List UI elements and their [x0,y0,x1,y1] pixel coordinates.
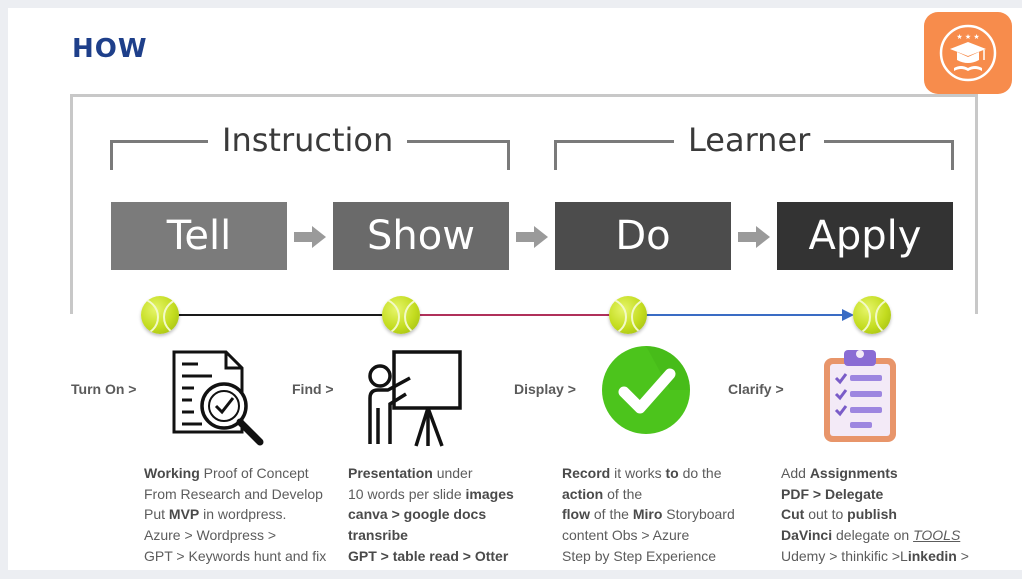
desc-line: PDF > Delegate [781,485,884,502]
desc-line: Add Assignments [781,465,898,481]
page-title: HOW [72,34,148,64]
svg-text:★ ★ ★: ★ ★ ★ [956,33,979,41]
desc-line: Step by Step Experience [562,547,717,564]
timeline-segment-2 [420,314,620,316]
desc-line: Cut out to publish [781,506,897,523]
clipboard-checklist-icon [814,346,904,451]
presenter-board-icon [366,348,466,453]
right-arrow-icon [294,226,326,248]
stage-tell: Tell [111,202,287,270]
desc-line: flow of the Miro Storyboard [562,506,735,523]
desc-line: Azure > Wordpress > [144,527,277,544]
timeline-segment-3 [646,314,846,316]
learner-label: Learner [674,122,825,158]
frame-top-border [70,94,978,97]
tennis-ball-icon [609,296,647,334]
stage-show: Show [333,202,509,270]
desc-line: Record it works to do the [562,465,722,481]
desc-line: From Research and Develop [144,485,323,502]
desc-line: GPT > table read > Otter [348,547,509,564]
frame-right-border [975,94,978,314]
desc-line: GPT > Keywords hunt and fix [144,547,327,564]
stage-do: Do [555,202,731,270]
timeline-segment-1 [178,314,402,316]
desc-line: action of the [562,485,643,502]
desc-line: Working Proof of Concept [144,465,309,481]
stage-apply: Apply [777,202,953,270]
step-label-display: Display > [514,381,576,397]
checkmark-icon [600,344,692,441]
desc-line: transribe [348,527,408,544]
tennis-ball-icon [382,296,420,334]
graduation-cap-logo-icon[interactable]: ★ ★ ★ [924,12,1012,94]
timeline-arrowhead-icon [842,309,854,321]
description-column-2: Presentation under 10 words per slide im… [348,463,514,567]
desc-line: DaVinci delegate on TOOLS [781,527,961,544]
tennis-ball-icon [141,296,179,334]
description-column-3: Record it works to do the action of the … [562,463,735,567]
desc-line: canva > google docs [348,506,487,523]
right-arrow-icon [738,226,770,248]
slide: HOW ★ ★ ★ Instruction Learner Tell Show … [8,8,1022,570]
frame-left-border [70,94,73,314]
instruction-label: Instruction [208,122,408,158]
desc-line: Udemy > thinkific >Linkedin > [781,547,969,564]
desc-line: 10 words per slide images [348,485,514,502]
desc-line: Put MVP in wordpress. [144,506,287,523]
desc-line: Presentation under [348,465,473,481]
description-column-4: Add Assignments PDF > Delegate Cut out t… [781,463,969,567]
step-label-find: Find > [292,381,334,397]
tools-link[interactable]: TOOLS [913,527,961,544]
description-column-1: Working Proof of Concept From Research a… [144,463,326,567]
research-document-icon [168,348,268,453]
right-arrow-icon [516,226,548,248]
desc-line: content Obs > Azure [562,527,690,544]
step-label-clarify: Clarify > [728,381,784,397]
tennis-ball-icon [853,296,891,334]
step-label-turn-on: Turn On > [71,381,137,397]
